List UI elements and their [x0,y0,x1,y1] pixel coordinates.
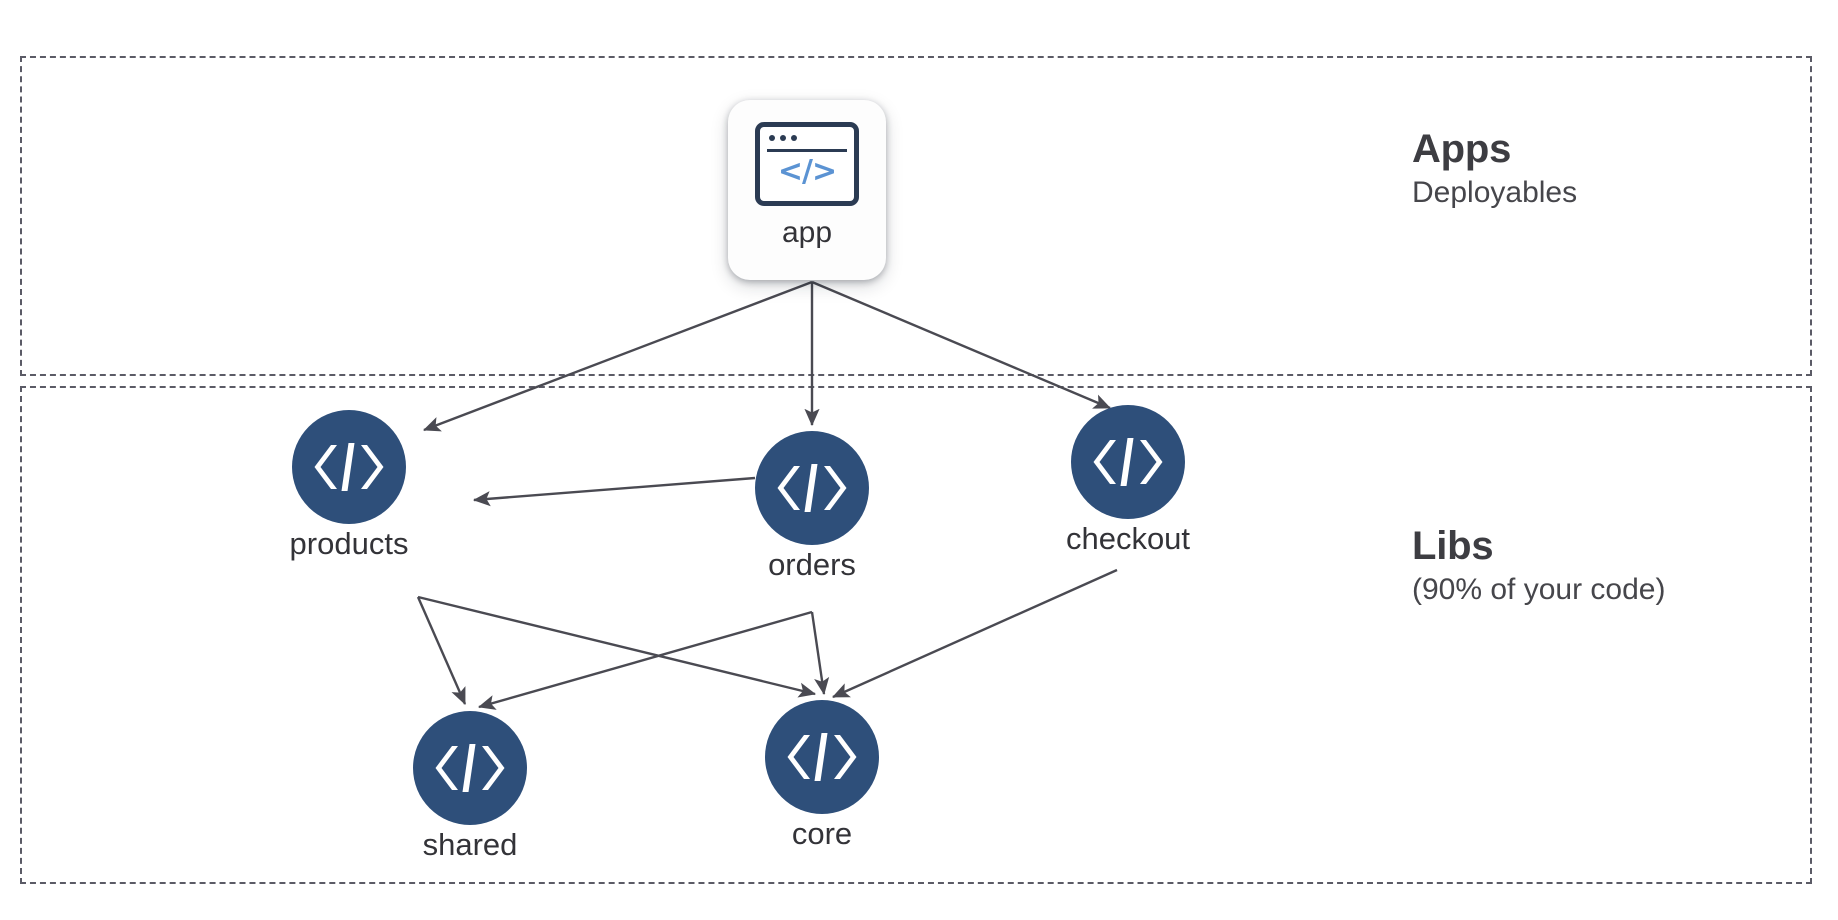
browser-dots-icon [769,135,797,141]
zone-libs-title: Libs [1412,524,1494,568]
zone-apps-subtitle: Deployables [1412,176,1578,209]
code-icon [292,410,406,524]
node-core-label: core [791,816,853,851]
node-orders[interactable]: orders [755,431,869,580]
node-checkout[interactable]: checkout [1066,405,1190,554]
code-brackets-icon: </> [777,154,837,189]
zone-legend-libs: Libs (90% of your code) [1412,525,1665,609]
node-products-label: products [289,526,409,561]
browser-code-icon: </> [755,122,859,206]
zone-apps [20,56,1812,376]
node-orders-label: orders [768,547,856,582]
node-app-label: app [781,216,833,249]
code-icon [765,700,879,814]
code-icon [413,711,527,825]
node-products[interactable]: products [290,410,408,559]
browser-divider [767,149,847,152]
node-checkout-label: checkout [1065,521,1191,556]
node-shared[interactable]: shared [413,711,527,860]
zone-legend-apps: Apps Deployables [1412,128,1577,212]
node-app[interactable]: </> app [728,100,886,280]
code-icon [755,431,869,545]
zone-libs [20,386,1812,884]
code-icon [1071,405,1185,519]
node-core[interactable]: core [765,700,879,849]
zone-libs-subtitle: (90% of your code) [1412,573,1666,606]
zone-apps-title: Apps [1412,127,1512,171]
node-shared-label: shared [422,827,518,862]
